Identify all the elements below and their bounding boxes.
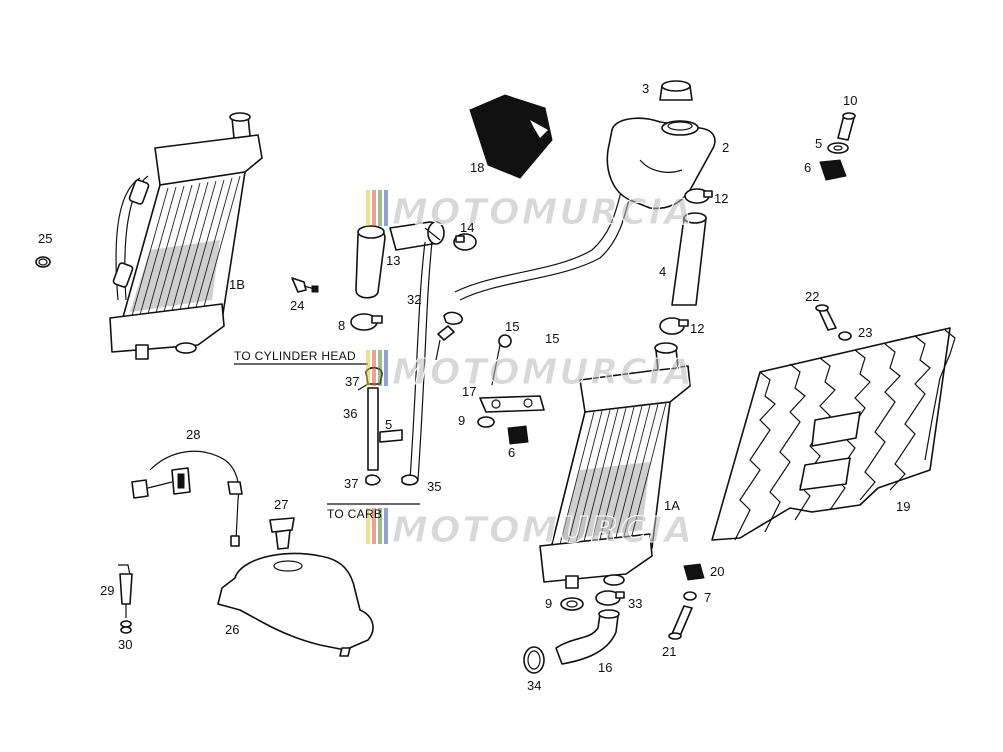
label-9-lower: 9	[545, 596, 552, 611]
harness-28	[131, 450, 243, 547]
label-10: 10	[843, 93, 857, 108]
part-labels: 1A 1B 2 3 4 5 5 6 6 7 8 9 9 10 12 12 13 …	[38, 81, 910, 693]
label-20: 20	[710, 564, 724, 579]
label-35: 35	[427, 479, 441, 494]
label-37-lower: 37	[344, 476, 358, 491]
label-8: 8	[338, 318, 345, 333]
label-5-clip: 5	[385, 417, 392, 432]
label-33: 33	[628, 596, 642, 611]
grommet-9	[560, 597, 584, 611]
cap-3	[659, 80, 693, 101]
label-37-upper: 37	[345, 374, 359, 389]
radiator-1b	[109, 112, 263, 360]
sensor-24	[291, 277, 319, 293]
label-3: 3	[642, 81, 649, 96]
label-36: 36	[343, 406, 357, 421]
label-34: 34	[527, 678, 541, 693]
label-6-top: 6	[804, 160, 811, 175]
label-13: 13	[386, 253, 400, 268]
label-16: 16	[598, 660, 612, 675]
screw-22	[815, 304, 837, 331]
grille-19	[711, 327, 956, 541]
label-9-upper: 9	[458, 413, 465, 428]
label-1a: 1A	[664, 498, 680, 513]
label-15-right: 15	[545, 331, 559, 346]
washer-23	[838, 331, 852, 341]
hose-13	[355, 225, 386, 299]
note-to-carburettor: TO CARB	[327, 507, 382, 521]
clamp-34	[523, 646, 545, 674]
label-24: 24	[290, 298, 304, 313]
hose-16	[555, 609, 620, 665]
label-19: 19	[896, 499, 910, 514]
fitting-27	[269, 517, 295, 550]
label-18: 18	[470, 160, 484, 175]
bolt-21	[668, 605, 693, 640]
watermark-text-bottom: MOTOMURCIA	[392, 510, 694, 551]
label-30: 30	[118, 637, 132, 652]
tank-26	[217, 552, 374, 657]
clamp-8	[350, 313, 383, 331]
label-29: 29	[100, 583, 114, 598]
valve-29	[118, 564, 133, 618]
watermark-text-middle: MOTOMURCIA	[392, 352, 694, 393]
label-17: 17	[462, 384, 476, 399]
note-to-cylinder-head: TO CYLINDER HEAD	[234, 349, 356, 363]
hose-4	[671, 212, 707, 306]
label-15-left: 15	[505, 319, 519, 334]
watermark-stripes	[366, 190, 388, 544]
radiator-1a	[539, 342, 691, 589]
clamp-14	[453, 233, 477, 251]
connector-pieces	[435, 311, 545, 445]
clamp-12-bottom	[659, 317, 689, 335]
label-6-center: 6	[508, 445, 515, 460]
label-12-top: 12	[714, 191, 728, 206]
label-14: 14	[460, 220, 474, 235]
label-12-bottom: 12	[690, 321, 704, 336]
washer-7	[683, 591, 697, 601]
watermark: MOTOMURCIA MOTOMURCIA MOTOMURCIA	[366, 190, 694, 552]
label-2: 2	[722, 140, 729, 155]
label-23: 23	[858, 325, 872, 340]
bolt-10	[837, 112, 856, 141]
label-5-top: 5	[815, 136, 822, 151]
label-25: 25	[38, 231, 52, 246]
nut-20	[683, 563, 705, 581]
label-4: 4	[659, 264, 666, 279]
washer-30	[120, 620, 132, 634]
label-27: 27	[274, 497, 288, 512]
clamp-33	[595, 590, 625, 606]
washer-5	[827, 142, 849, 154]
label-7: 7	[704, 590, 711, 605]
nut-6	[819, 159, 847, 181]
label-21: 21	[662, 644, 676, 659]
watermark-text-top: MOTOMURCIA	[392, 192, 694, 233]
label-28: 28	[186, 427, 200, 442]
cover-18	[469, 94, 553, 179]
clamp-12-top	[684, 188, 713, 204]
label-1b: 1B	[229, 277, 245, 292]
hose-32	[409, 191, 631, 481]
clip-5	[379, 429, 403, 443]
label-22: 22	[805, 289, 819, 304]
clamp-25	[35, 256, 51, 268]
label-32: 32	[407, 292, 421, 307]
label-26: 26	[225, 622, 239, 637]
